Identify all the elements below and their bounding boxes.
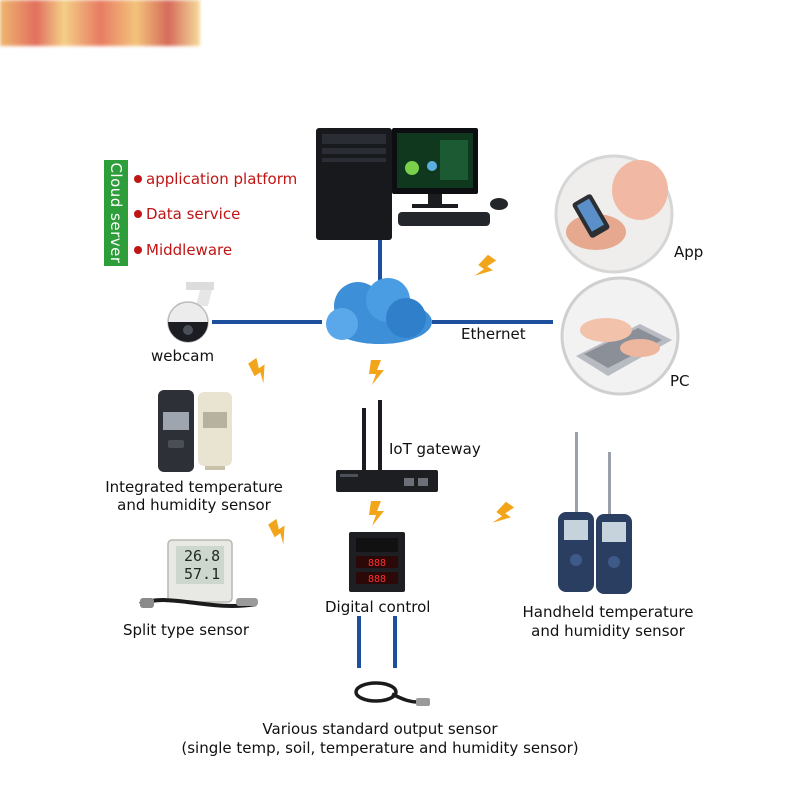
wireless-bolts	[248, 254, 515, 545]
dome-camera-icon	[167, 282, 214, 343]
bullet-dot	[134, 174, 142, 183]
cloud-server-label: Cloud server	[107, 162, 125, 264]
integrated-sensor-label-line1: Integrated temperature	[105, 478, 283, 496]
cloud-server-tag: Cloud server	[104, 160, 128, 266]
webcam-label: webcam	[151, 347, 215, 365]
split-sensor-readout-humidity: 57.1	[184, 565, 221, 583]
pc-label: PC	[670, 372, 690, 390]
service-item-middleware: Middleware	[134, 241, 232, 259]
split-sensor-readout-temp: 26.8	[184, 547, 221, 565]
service-item-data-service: Data service	[134, 205, 240, 223]
handheld-sensor-label-line2: and humidity sensor	[531, 622, 685, 640]
digital-control-label: Digital control	[325, 598, 431, 616]
service-item-application-platform: application platform	[134, 170, 297, 188]
svg-text:888: 888	[368, 558, 386, 569]
ethernet-label: Ethernet	[461, 325, 526, 343]
watermark-strip	[0, 0, 200, 46]
bolt-icon	[248, 357, 265, 384]
bolt-icon	[268, 518, 285, 545]
laptop-typing-icon	[560, 276, 680, 396]
bullet-dot	[134, 245, 142, 254]
service-label: application platform	[146, 170, 298, 188]
standard-sensor-label-line1: Various standard output sensor	[262, 720, 498, 738]
handheld-sensor-label-line1: Handheld temperature	[522, 603, 694, 621]
bolt-icon	[369, 501, 384, 526]
split-sensor-icon	[139, 539, 258, 608]
desktop-computer-icon	[316, 128, 508, 240]
iot-gateway-label: IoT gateway	[389, 440, 481, 458]
cable-sensor-icon	[354, 681, 430, 706]
svg-text:888: 888	[368, 574, 386, 585]
app-label: App	[674, 243, 704, 261]
handheld-meters-icon	[558, 432, 632, 594]
service-label: Middleware	[146, 241, 233, 259]
connection-lines	[212, 240, 553, 668]
integrated-sensor-icon	[158, 390, 232, 472]
bolt-icon	[474, 254, 497, 276]
digital-controller-icon: 888 888	[349, 532, 405, 592]
bolt-icon	[492, 501, 515, 523]
bullet-dot	[134, 209, 142, 218]
iot-gateway-router-icon	[336, 400, 438, 492]
split-sensor-label: Split type sensor	[123, 621, 250, 639]
service-label: Data service	[146, 205, 241, 223]
bolt-icon	[369, 360, 384, 385]
standard-sensor-label-line2: (single temp, soil, temperature and humi…	[181, 739, 579, 757]
integrated-sensor-label-line2: and humidity sensor	[117, 496, 271, 514]
smartphone-hand-icon	[554, 154, 674, 274]
cloud-icon	[326, 278, 432, 344]
